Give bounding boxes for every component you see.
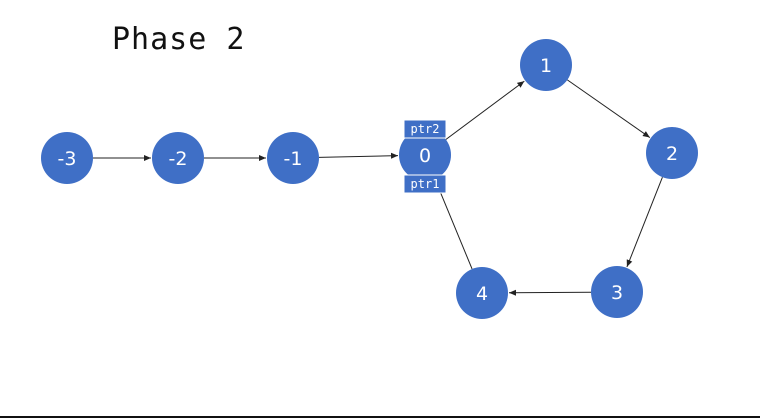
node-label: -3 bbox=[58, 148, 77, 170]
edge--1-to-0 bbox=[318, 152, 399, 159]
edge-3-to-4 bbox=[508, 289, 592, 296]
node--3: -3 bbox=[41, 132, 93, 184]
edge-1-to-2 bbox=[567, 79, 651, 138]
pointer-label: ptr1 bbox=[411, 177, 440, 191]
pointers: ptr2 ptr1 bbox=[403, 119, 447, 194]
node-1: 1 bbox=[520, 39, 572, 91]
node-circle bbox=[267, 132, 319, 184]
pointer-badge bbox=[403, 119, 447, 139]
node-label: -2 bbox=[169, 148, 188, 170]
pointer-ptr1: ptr1 bbox=[403, 174, 447, 194]
pointer-ptr2: ptr2 bbox=[403, 119, 447, 139]
bottom-divider bbox=[0, 416, 760, 418]
pointer-label: ptr2 bbox=[411, 122, 440, 136]
node-3: 3 bbox=[591, 266, 643, 318]
node-label: 0 bbox=[419, 145, 431, 167]
node-circle bbox=[646, 127, 698, 179]
node-4: 4 bbox=[456, 267, 508, 319]
edge-4-to-0 bbox=[434, 179, 473, 270]
node-label: -1 bbox=[284, 148, 303, 170]
node-label: 1 bbox=[540, 55, 552, 77]
node-circle bbox=[520, 39, 572, 91]
node-2: 2 bbox=[646, 127, 698, 179]
node--2: -2 bbox=[152, 132, 204, 184]
edge-2-to-3 bbox=[626, 176, 663, 268]
node-circle bbox=[456, 267, 508, 319]
node-label: 4 bbox=[476, 283, 488, 305]
nodes: -3 -2 -1 0 1 2 3 4 bbox=[41, 39, 698, 319]
node-circle bbox=[152, 132, 204, 184]
page-title: Phase 2 bbox=[112, 22, 246, 57]
node-label: 2 bbox=[666, 143, 678, 165]
node-circle bbox=[41, 132, 93, 184]
node-0: 0 bbox=[399, 129, 451, 181]
edges bbox=[93, 79, 663, 296]
node-circle bbox=[399, 129, 451, 181]
edge-0-to-1 bbox=[445, 80, 525, 140]
pointer-badge bbox=[403, 174, 447, 194]
node-circle bbox=[591, 266, 643, 318]
node-label: 3 bbox=[611, 282, 623, 304]
node--1: -1 bbox=[267, 132, 319, 184]
